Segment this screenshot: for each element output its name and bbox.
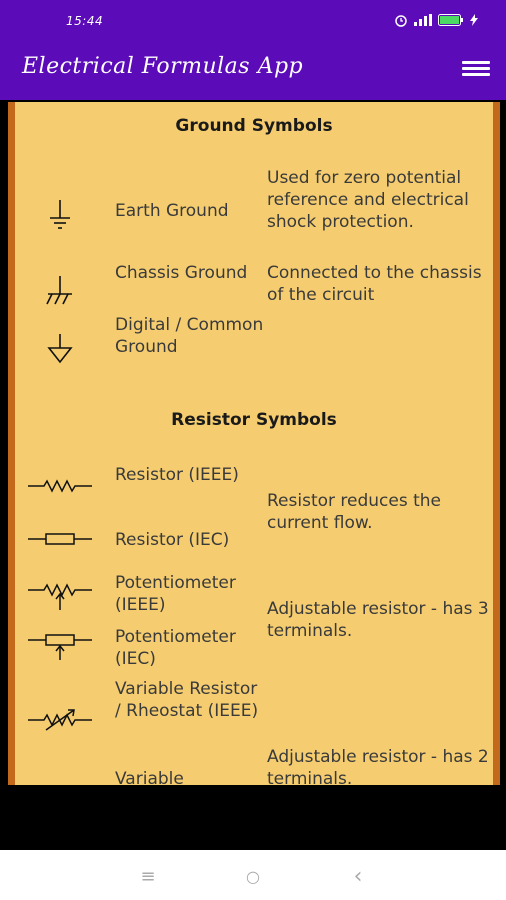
home-button[interactable]: ○	[243, 866, 263, 886]
resistor-ieee-icon	[15, 478, 105, 494]
symbol-name: Digital / Common Ground	[115, 315, 264, 357]
symbol-name: Chassis Ground	[115, 263, 248, 283]
symbols-content[interactable]: Ground Symbols Earth Ground Used for zer…	[8, 102, 500, 785]
symbol-description: Adjustable resistor - has 2 terminals.	[267, 747, 489, 785]
status-bar: 15:44	[0, 0, 506, 40]
symbol-name: Potentiometer (IEC)	[115, 627, 236, 669]
hamburger-icon	[462, 61, 490, 64]
system-nav-bar: ≡ ○ ‹	[0, 850, 506, 900]
potentiometer-ieee-icon	[15, 582, 105, 612]
symbol-name: Earth Ground	[115, 201, 229, 221]
section-title-resistor: Resistor Symbols	[171, 410, 337, 430]
hamburger-menu-button[interactable]	[462, 58, 490, 82]
status-time: 15:44	[66, 14, 104, 28]
symbol-name: Resistor (IEEE)	[115, 465, 239, 485]
symbol-description: Resistor reduces the current flow.	[267, 491, 442, 533]
symbol-name: Variable Resistor / Rheostat (IEEE)	[115, 679, 259, 721]
earth-ground-icon	[15, 198, 105, 232]
symbol-name: Resistor (IEC)	[115, 530, 230, 550]
potentiometer-iec-icon	[15, 632, 105, 662]
recent-apps-button[interactable]: ≡	[138, 865, 158, 887]
menu-icon: ≡	[140, 865, 156, 887]
section-title-ground: Ground Symbols	[175, 116, 333, 136]
digital-ground-icon	[15, 332, 105, 366]
hamburger-icon-line	[462, 73, 490, 76]
home-icon: ○	[246, 866, 260, 886]
hamburger-icon-line	[462, 67, 490, 70]
battery-icon	[438, 14, 463, 26]
alarm-icon	[395, 15, 407, 27]
symbol-description: Connected to the chassis of the circuit	[267, 263, 482, 305]
back-button[interactable]: ‹	[348, 863, 368, 889]
symbol-description: Used for zero potential reference and el…	[267, 168, 469, 232]
resistor-iec-icon	[15, 531, 105, 547]
symbol-description: Adjustable resistor - has 3 terminals.	[267, 599, 489, 641]
chassis-ground-icon	[15, 274, 105, 308]
charging-icon	[470, 14, 478, 26]
variable-resistor-ieee-icon	[15, 708, 105, 732]
symbol-name: Potentiometer (IEEE)	[115, 573, 236, 615]
symbol-name: Variable	[115, 769, 184, 785]
bottom-spacer	[0, 785, 506, 850]
signal-icon	[414, 14, 432, 26]
status-icons	[394, 13, 478, 27]
app-bar: Electrical Formulas App	[0, 40, 506, 100]
back-icon: ‹	[353, 863, 363, 889]
app-title: Electrical Formulas App	[22, 54, 304, 79]
